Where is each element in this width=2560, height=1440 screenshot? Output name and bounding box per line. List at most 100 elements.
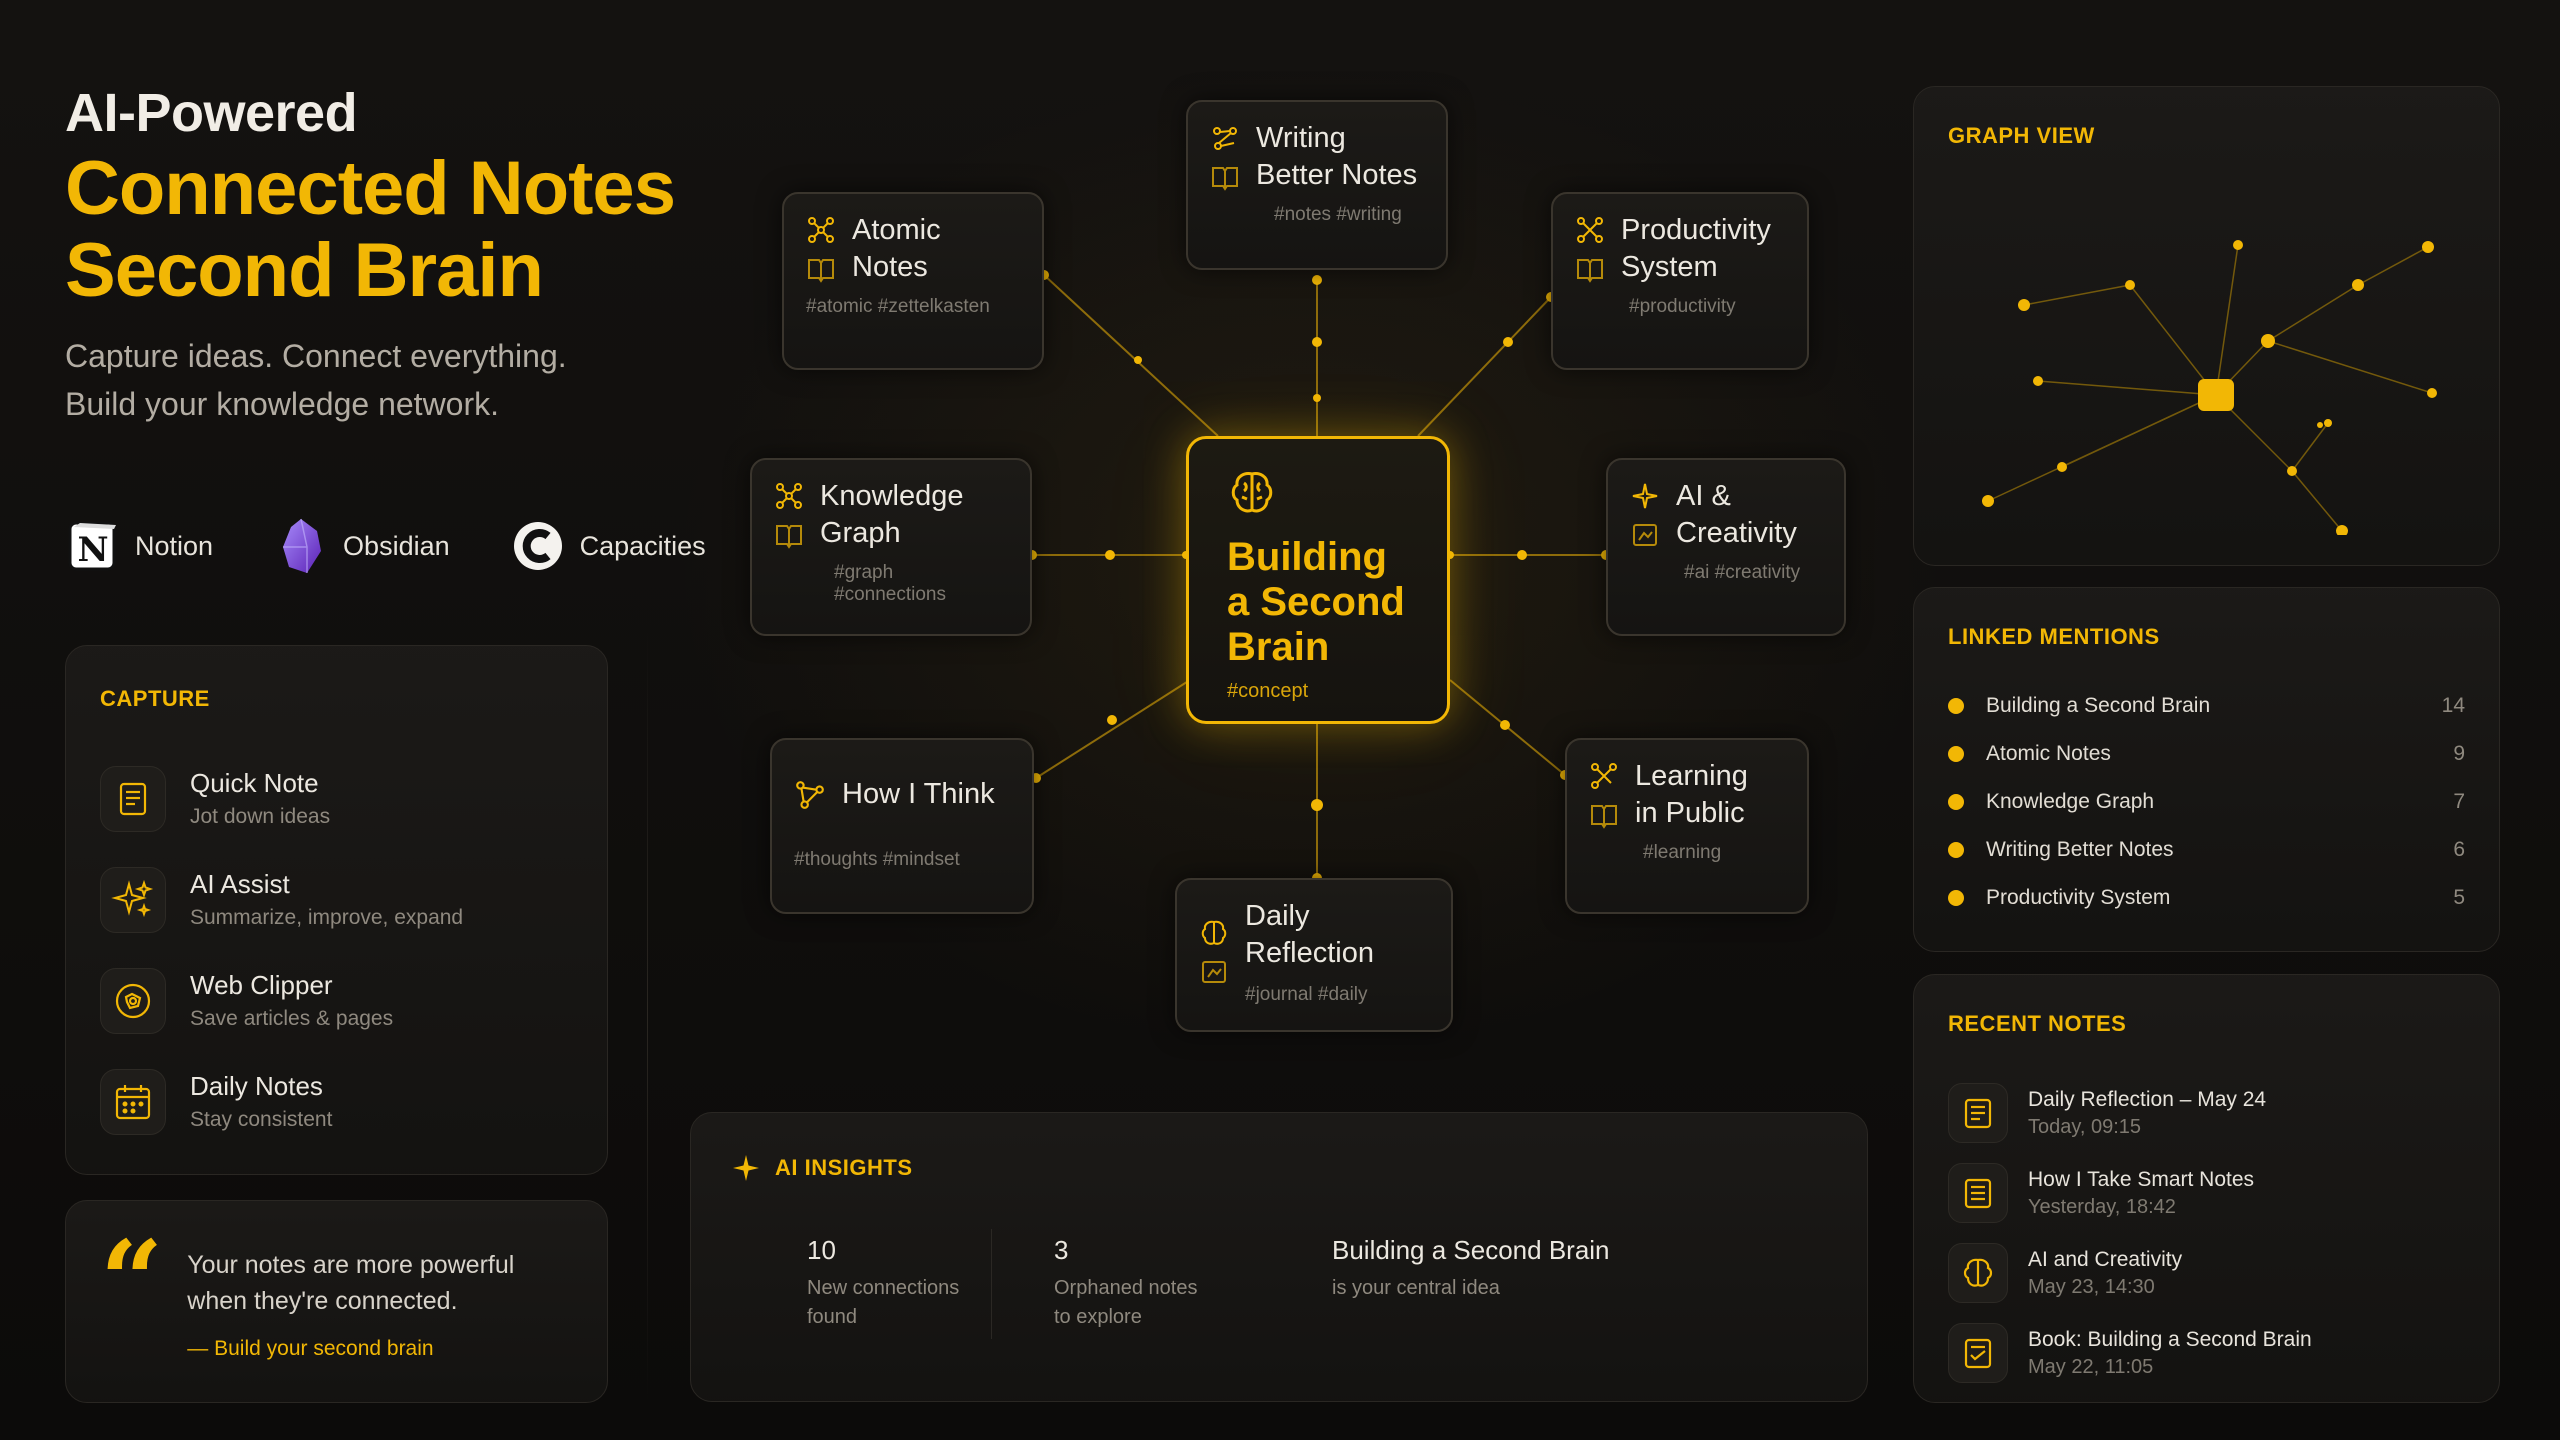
network-icon <box>1577 217 1603 243</box>
recent-note-title: AI and Creativity <box>2028 1247 2183 1271</box>
sparkle-icon <box>1632 483 1658 509</box>
node-daily-reflection[interactable]: Daily Reflection #journal #daily <box>1175 878 1453 1032</box>
app-obsidian[interactable]: Obsidian <box>273 518 450 574</box>
node-ai-creativity[interactable]: AI & Creativity #ai #creativity <box>1606 458 1846 636</box>
mention-item[interactable]: Atomic Notes 9 <box>1948 730 2465 778</box>
node-title-line2: in Public <box>1635 797 1745 829</box>
journal-icon <box>1948 1083 2008 1143</box>
recent-note-title: How I Take Smart Notes <box>2028 1167 2255 1191</box>
mini-graph[interactable] <box>1948 155 2468 535</box>
recent-note-item[interactable]: Daily Reflection – May 24 Today, 09:15 <box>1948 1073 2465 1153</box>
brain-icon <box>1948 1243 2008 1303</box>
app-capacities[interactable]: Capacities <box>510 518 706 574</box>
app-notion[interactable]: N Notion <box>65 518 213 574</box>
recent-note-item[interactable]: How I Take Smart Notes Yesterday, 18:42 <box>1948 1153 2465 1233</box>
node-writing-better-notes[interactable]: Writing Better Notes #notes #writing <box>1186 100 1448 270</box>
mention-dot <box>1948 842 1964 858</box>
central-concept-tag: #concept <box>1227 680 1309 702</box>
capture-ai-assist[interactable]: AI Assist Summarize, improve, expand <box>100 849 573 950</box>
node-productivity-system[interactable]: Productivity System #productivity <box>1551 192 1809 370</box>
graph-view-panel: GRAPH VIEW <box>1913 86 2500 566</box>
node-how-i-think[interactable]: How I Think #thoughts #mindset <box>770 738 1034 914</box>
recent-note-title: Daily Reflection – May 24 <box>2028 1087 2267 1111</box>
node-tags: #graph #connections <box>834 562 946 605</box>
mention-item[interactable]: Productivity System 5 <box>1948 874 2465 922</box>
capture-item-subtitle: Summarize, improve, expand <box>190 906 464 929</box>
capture-item-title: Web Clipper <box>190 970 333 1000</box>
recent-note-item[interactable]: Book: Building a Second Brain May 22, 11… <box>1948 1313 2465 1393</box>
graph-view-title: GRAPH VIEW <box>1948 123 2095 148</box>
capture-daily-notes[interactable]: Daily Notes Stay consistent <box>100 1051 573 1152</box>
node-title-line1: Writing <box>1256 122 1346 154</box>
network-icon <box>776 483 802 509</box>
capacities-icon <box>510 518 566 574</box>
node-title: Daily Reflection <box>1245 900 1374 969</box>
node-learning-in-public[interactable]: Learning in Public #learning <box>1565 738 1809 914</box>
hero-title-line1: Connected Notes <box>65 146 676 231</box>
quote-signature: — Build your second brain <box>187 1337 434 1360</box>
insight-orphaned-notes[interactable]: 3 Orphaned notes to explore <box>992 1235 1332 1339</box>
recent-notes-title: RECENT NOTES <box>1948 1011 2127 1036</box>
note-icon <box>1948 1163 2008 1223</box>
node-tags: #learning <box>1643 842 1722 863</box>
insight-new-connections[interactable]: 10 New connections found <box>731 1235 991 1339</box>
central-title-line3: Brain <box>1227 625 1330 669</box>
sparkle-icon <box>100 866 166 933</box>
hero-title: Connected Notes Second Brain <box>65 148 685 312</box>
mention-dot <box>1948 746 1964 762</box>
book-note-icon <box>1948 1323 2008 1383</box>
hero-title-line2: Second Brain <box>65 228 544 313</box>
capture-title: CAPTURE <box>100 686 210 711</box>
ai-insights-panel: AI INSIGHTS 10 New connections found 3 O… <box>690 1112 1868 1402</box>
capture-quick-note[interactable]: Quick Note Jot down ideas <box>100 748 573 849</box>
node-title: How I Think <box>842 778 995 810</box>
brain-icon <box>1201 920 1227 945</box>
note-icon <box>100 765 166 832</box>
hero-eyebrow: AI-Powered <box>65 83 358 143</box>
sparkle-icon <box>733 1155 759 1181</box>
calendar-icon <box>100 1068 166 1135</box>
quote-line2: when they're connected. <box>187 1287 458 1315</box>
brain-icon <box>1231 472 1273 513</box>
insight-label-line2: found <box>807 1306 858 1328</box>
node-tags: #notes #writing <box>1274 204 1402 225</box>
central-concept-title: Building a Second Brain <box>1227 535 1409 670</box>
app-list: N Notion Obsidian Capacities <box>65 518 766 574</box>
network-icon <box>796 780 824 809</box>
linked-mentions-panel: LINKED MENTIONS Building a Second Brain … <box>1913 587 2500 952</box>
mention-name: Writing Better Notes <box>1986 838 2174 861</box>
node-atomic-notes[interactable]: Atomic Notes #atomic #zettelkasten <box>782 192 1044 370</box>
capture-item-subtitle: Save articles & pages <box>190 1007 394 1030</box>
node-title-line2: Graph <box>820 517 901 549</box>
mention-count: 6 <box>2453 838 2465 861</box>
app-label-capacities: Capacities <box>579 530 706 561</box>
svg-text:N: N <box>77 530 108 570</box>
insight-label: Orphaned notes to explore <box>1054 1274 1332 1332</box>
mention-item[interactable]: Knowledge Graph 7 <box>1948 778 2465 826</box>
node-tags: #ai #creativity <box>1684 562 1801 583</box>
mention-item[interactable]: Building a Second Brain 14 <box>1948 682 2465 730</box>
node-title-line2: Notes <box>852 251 928 283</box>
central-title-line1: Building <box>1227 535 1387 579</box>
linked-mentions-title: LINKED MENTIONS <box>1948 624 2160 649</box>
insight-central-idea[interactable]: Building a Second Brain is your central … <box>1332 1235 1610 1339</box>
book-icon <box>1633 524 1657 546</box>
book-icon <box>1591 805 1617 829</box>
mention-name: Building a Second Brain <box>1986 694 2211 717</box>
book-icon <box>1577 259 1603 283</box>
ai-insights-title: AI INSIGHTS <box>775 1155 913 1180</box>
mention-name: Atomic Notes <box>1986 742 2111 765</box>
recent-note-item[interactable]: AI and Creativity May 23, 14:30 <box>1948 1233 2465 1313</box>
mention-item[interactable]: Writing Better Notes 6 <box>1948 826 2465 874</box>
node-knowledge-graph[interactable]: Knowledge Graph #graph #connections <box>750 458 1032 636</box>
node-title-line1: AI & <box>1676 480 1731 512</box>
node-title-line2: Creativity <box>1676 517 1797 549</box>
central-concept-node[interactable]: Building a Second Brain #concept <box>1186 436 1450 724</box>
node-title-line1: Knowledge <box>820 480 964 512</box>
recent-note-time: Yesterday, 18:42 <box>2028 1195 2176 1218</box>
mention-name: Knowledge Graph <box>1986 790 2155 813</box>
hero-subtitle-line2: Build your knowledge network. <box>65 386 500 422</box>
capture-web-clipper[interactable]: Web Clipper Save articles & pages <box>100 950 573 1051</box>
node-tags: #productivity <box>1629 296 1736 317</box>
node-title-line1: Productivity <box>1621 214 1771 246</box>
